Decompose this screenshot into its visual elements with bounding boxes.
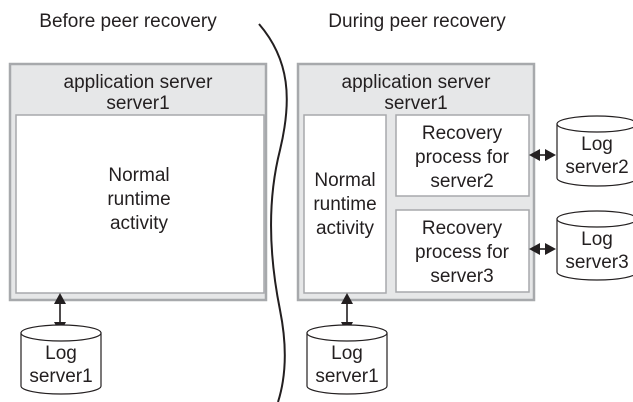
left-log-server-name: server1 <box>29 366 92 387</box>
recovery-server3-line-1: Recovery <box>422 218 503 239</box>
log-server3-db: Log server3 <box>556 210 633 281</box>
right-connector-arrow-up <box>341 293 353 304</box>
right-log-server-name: server1 <box>315 366 378 387</box>
recovery-server2-box <box>395 114 530 197</box>
right-log-label: Log <box>331 343 363 364</box>
recovery-server3-line-3: server3 <box>430 266 493 287</box>
left-log-server1-db: Log server1 <box>20 324 102 395</box>
right-activity-line-2: runtime <box>313 194 376 215</box>
log-server2-label: Log <box>581 134 613 155</box>
left-normal-activity-box <box>15 114 265 294</box>
server3-connector-arrow-left <box>529 243 540 255</box>
right-log-server1-db: Log server1 <box>306 324 388 395</box>
left-panel-heading: Before peer recovery <box>39 11 217 32</box>
left-server-name: server1 <box>106 93 169 114</box>
left-application-server: application server server1 Normal runtim… <box>8 62 268 302</box>
server3-log-connector <box>529 243 556 255</box>
right-activity-line-3: activity <box>316 218 375 239</box>
log-server2-db: Log server2 <box>556 115 633 187</box>
log-server3-name: server3 <box>565 252 628 273</box>
recovery-server2-line-3: server2 <box>430 171 493 192</box>
left-activity-line-3: activity <box>110 213 169 234</box>
right-application-server: application server server1 Normal runtim… <box>296 62 536 302</box>
server3-connector-arrow-right <box>545 243 556 255</box>
right-normal-activity-box <box>303 114 387 294</box>
left-activity-line-2: runtime <box>107 189 170 210</box>
recovery-server2-line-2: process for <box>415 147 510 168</box>
log-server3-label: Log <box>581 229 613 250</box>
server2-connector-arrow-right <box>545 149 556 161</box>
recovery-server2-line-1: Recovery <box>422 123 503 144</box>
server2-log-connector <box>529 149 556 161</box>
left-activity-line-1: Normal <box>108 165 169 186</box>
log-server2-name: server2 <box>565 157 628 178</box>
panel-divider <box>258 23 288 402</box>
right-activity-line-1: Normal <box>314 170 375 191</box>
right-server-name: server1 <box>384 93 447 114</box>
recovery-server3-line-2: process for <box>415 242 510 263</box>
right-server-title: application server <box>342 72 492 93</box>
server2-connector-arrow-left <box>529 149 540 161</box>
right-panel-heading: During peer recovery <box>328 11 506 32</box>
left-server-title: application server <box>64 72 214 93</box>
left-log-label: Log <box>45 343 77 364</box>
left-connector-arrow-up <box>54 293 66 304</box>
recovery-server3-box <box>395 209 530 293</box>
